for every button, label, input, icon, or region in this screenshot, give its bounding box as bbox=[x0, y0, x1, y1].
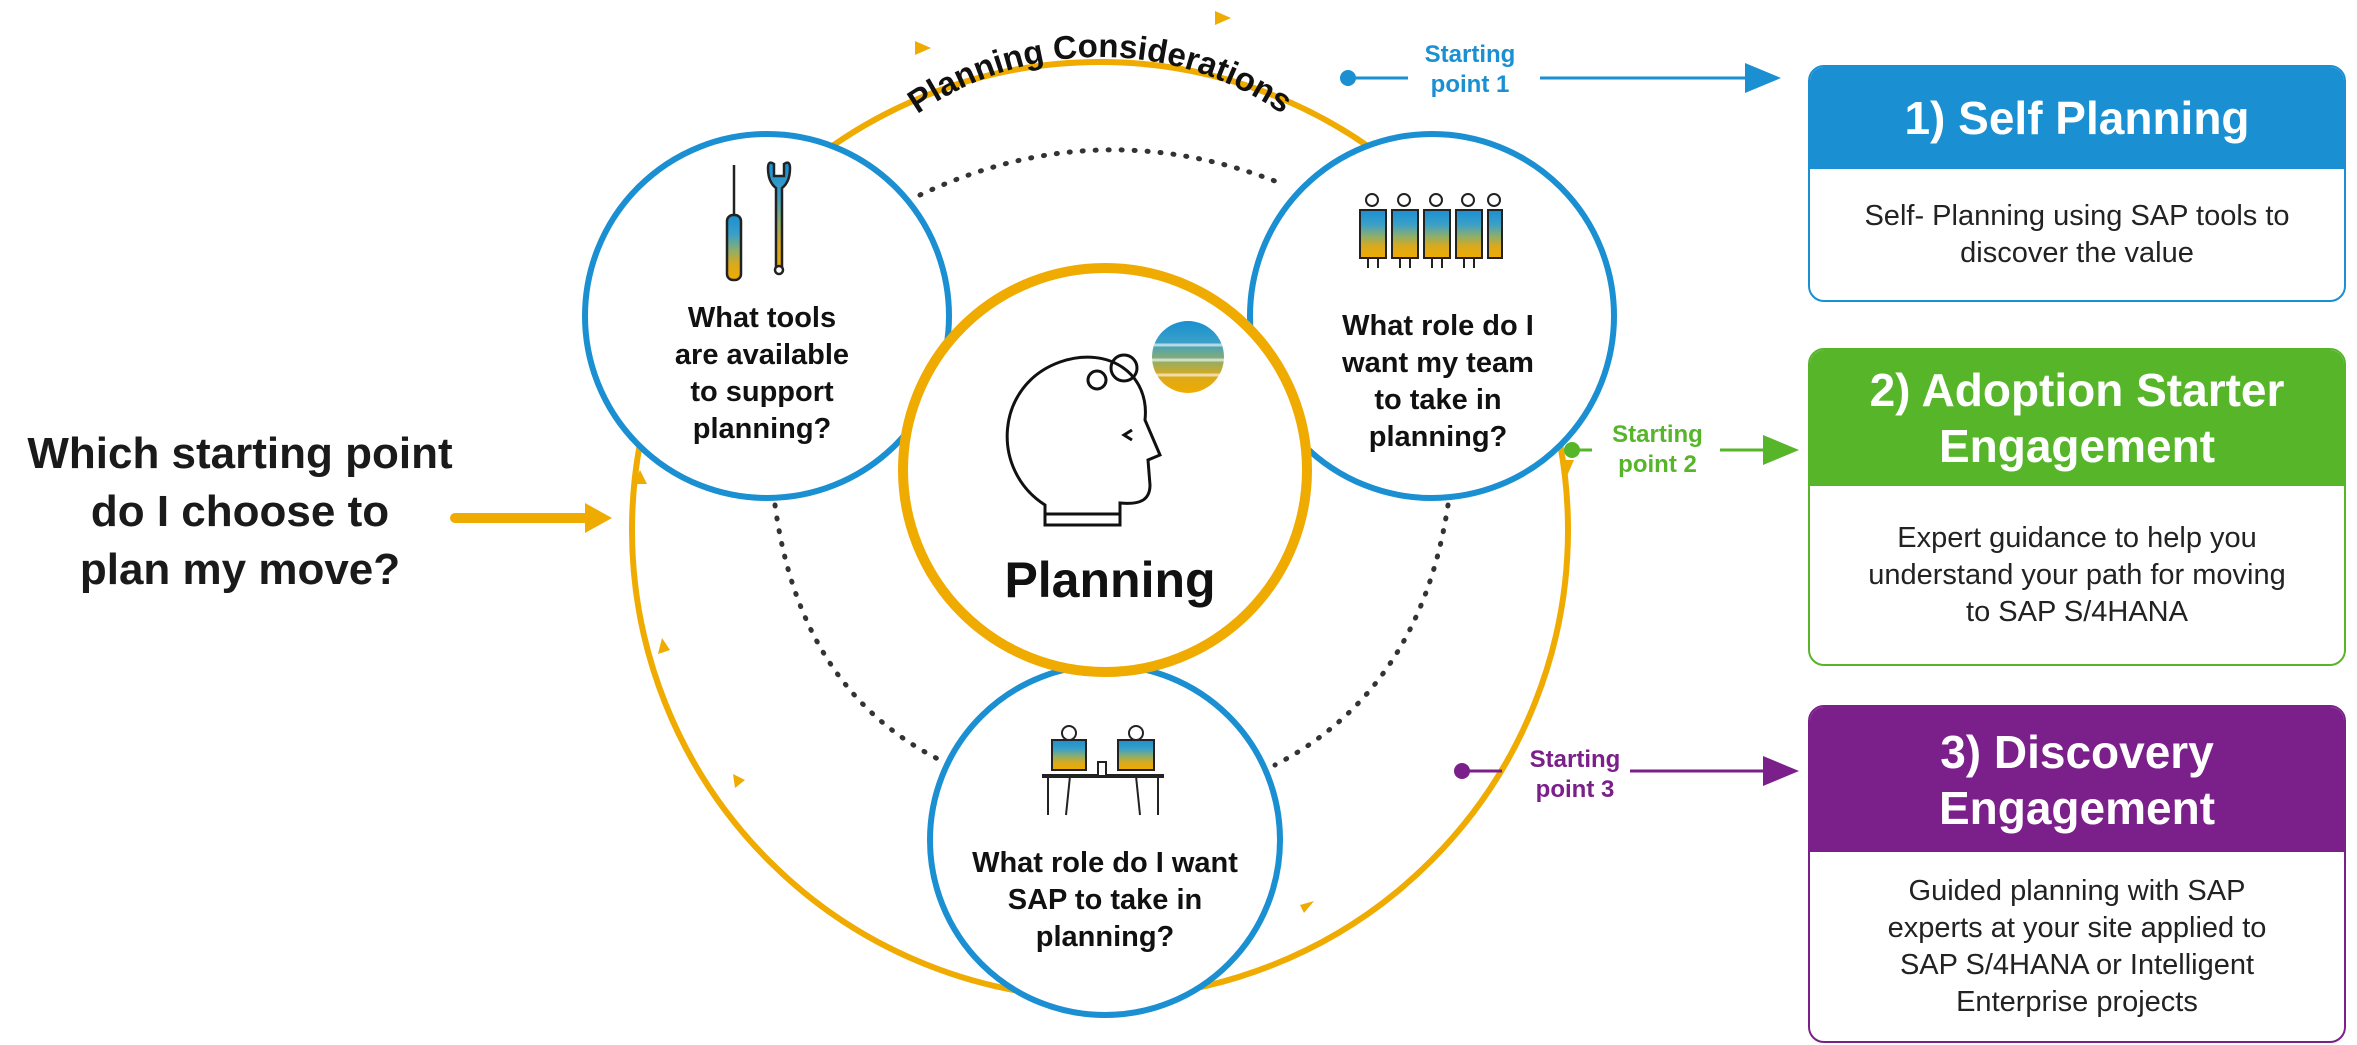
starting-point-1-label: Starting point 1 bbox=[1424, 41, 1516, 98]
team-icon bbox=[1359, 193, 1503, 268]
circle-planning bbox=[898, 263, 1312, 677]
circle-team-text: What role do I want my team to take in p… bbox=[1342, 310, 1534, 453]
card-discovery: 3) Discovery Engagement Guided planning … bbox=[1808, 705, 2346, 1043]
center-title: Planning bbox=[1004, 552, 1216, 608]
card-body: Guided planning with SAP experts at your… bbox=[1887, 874, 2267, 1018]
ring-arrows bbox=[633, 11, 1574, 913]
card-title: 3) Discovery Engagement bbox=[1810, 707, 2344, 852]
starting-point-2-label: Starting point 2 bbox=[1612, 421, 1703, 478]
head-thinking-icon bbox=[1005, 353, 1162, 527]
connector-3 bbox=[1454, 756, 1799, 786]
starting-point-3-label: Starting point 3 bbox=[1529, 746, 1621, 803]
card-body: Self- Planning using SAP tools to discov… bbox=[1864, 199, 2290, 269]
card-adoption-starter: 2) Adoption Starter Engagement Expert gu… bbox=[1808, 348, 2346, 666]
connector-1 bbox=[1340, 63, 1781, 93]
circle-sap-text: What role do I want SAP to take in plann… bbox=[972, 847, 1238, 953]
circle-tools bbox=[582, 131, 952, 501]
circle-tools-text: What tools are available to support plan… bbox=[674, 302, 850, 445]
tools-icon bbox=[725, 161, 792, 282]
card-self-planning: 1) Self Planning Self- Planning using SA… bbox=[1808, 65, 2346, 302]
meeting-icon bbox=[1042, 725, 1164, 816]
card-title: 1) Self Planning bbox=[1810, 67, 2344, 169]
circle-team bbox=[1247, 131, 1617, 501]
connector-2 bbox=[1564, 435, 1799, 465]
card-body: Expert guidance to help you understand y… bbox=[1868, 521, 2286, 628]
color-ball-icon bbox=[1152, 321, 1224, 393]
card-title: 2) Adoption Starter Engagement bbox=[1810, 350, 2344, 486]
dotted-arcs bbox=[772, 147, 1451, 768]
circle-sap bbox=[927, 662, 1283, 1018]
starting-point-question: Which starting point do I choose to plan… bbox=[27, 429, 453, 594]
arc-title: Planning Considerations bbox=[901, 27, 1299, 120]
